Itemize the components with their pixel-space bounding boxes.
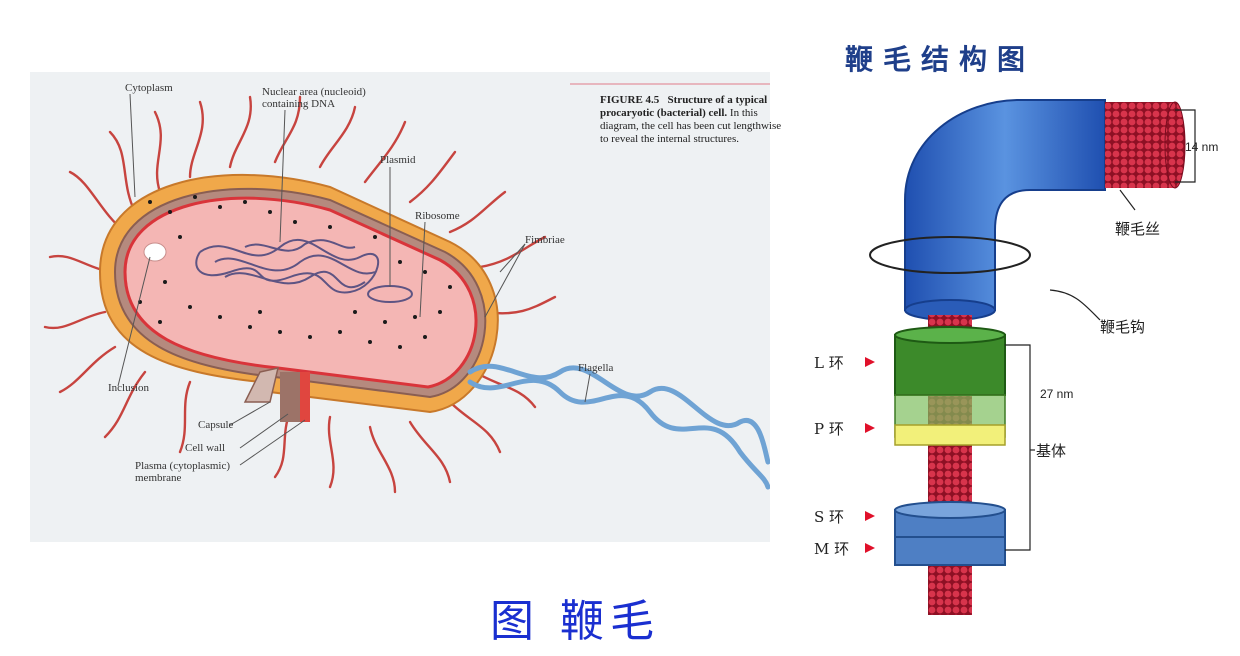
label-plasma-membrane-line1: Plasma (cytoplasmic) [135,460,230,472]
caption-figure-number: FIGURE 4.5 [600,94,659,106]
bacterial-cell-diagram: Cytoplasm Nuclear area (nucleoid) contai… [30,72,770,542]
basal-body-label: 基体 [1036,440,1066,461]
inclusion-shape [144,243,166,261]
label-flagella: Flagella [578,362,613,374]
flagellum-structure-diagram: 14 nm 鞭毛丝 鞭毛钩 27 nm 基体 L 环 P 环 S 环 M 环 [800,30,1230,615]
ring-label-l: L 环 [814,352,844,373]
label-ribosome: Ribosome [415,210,460,222]
ring-arrows [865,357,875,553]
label-cell-wall: Cell wall [185,442,225,454]
label-fimbriae: Fimbriae [525,234,565,246]
figure-caption: FIGURE 4.5 Structure of a typical procar… [600,94,790,146]
cell-wall-cut [280,372,300,422]
basal-height-label: 27 nm [1040,387,1073,401]
label-plasmid: Plasmid [380,154,415,166]
sm-ring-top [895,502,1005,518]
ring-label-p: P 环 [814,418,844,439]
flagellum-shape [470,366,768,487]
label-cytoplasm: Cytoplasm [125,82,173,94]
flagellum-illustration [800,30,1230,615]
l-ring-top [895,327,1005,343]
filament-label: 鞭毛丝 [1115,218,1160,239]
ring-label-s: S 环 [814,506,844,527]
ring-label-m: M 环 [814,538,849,559]
p-ring [895,425,1005,445]
hook-tube [905,100,1105,310]
label-nuclear-area-line1: Nuclear area (nucleoid) [262,86,366,98]
membrane-cut [300,372,310,422]
filament-width-label: 14 nm [1185,140,1218,154]
label-plasma-membrane-line2: membrane [135,472,181,484]
figure-title: 图 鞭毛 [490,585,660,649]
label-capsule: Capsule [198,419,233,431]
hook-label: 鞭毛钩 [1100,316,1145,337]
filament-tip [1165,102,1185,188]
label-inclusion: Inclusion [108,382,149,394]
label-nuclear-area-line2: containing DNA [262,98,335,110]
